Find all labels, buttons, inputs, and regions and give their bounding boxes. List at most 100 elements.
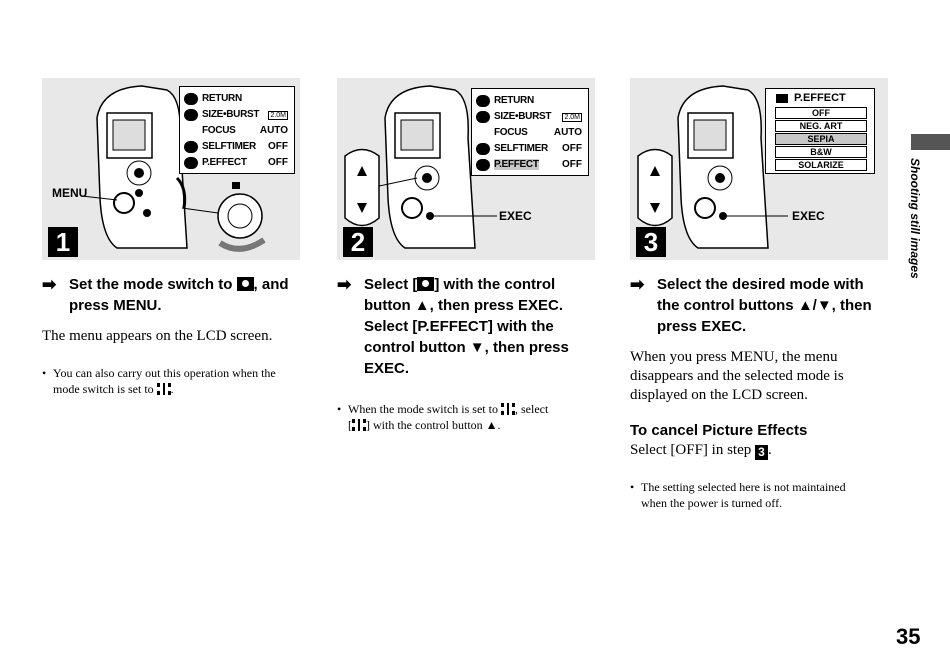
toolbox-icon: [184, 141, 198, 153]
exec-callout: EXEC: [792, 209, 825, 223]
pe-option: OFF: [775, 107, 867, 119]
page-number: 35: [896, 624, 921, 649]
menu-value: OFF: [562, 159, 582, 170]
heading-text: Select the desired mode with: [657, 276, 864, 293]
section-side-label: Shooting still images: [908, 158, 930, 298]
pe-option: B&W: [775, 146, 867, 158]
pe-option-label: NEG. ART: [799, 121, 843, 131]
heading-text: button ▲, then press EXEC.: [364, 297, 564, 314]
menu-row-peffect: P.EFFECT OFF: [180, 155, 294, 171]
memory-icon: [476, 159, 490, 171]
cancel-subheading: To cancel Picture Effects: [630, 422, 808, 439]
camera-illustration-2: [344, 85, 497, 249]
bullet-text: .: [170, 382, 174, 396]
pe-option-label: B&W: [810, 147, 832, 157]
heading-text: control button ▼, then press: [364, 339, 569, 356]
heading-text: press MENU.: [69, 297, 162, 314]
menu-value: OFF: [268, 141, 288, 152]
pe-option: SOLARIZE: [775, 159, 867, 171]
menu-label: P.EFFECT: [202, 157, 247, 168]
heading-text: , and: [253, 276, 289, 293]
cancel-text: Select [OFF] in step: [630, 442, 752, 458]
menu-row-selftimer: SELFTIMER OFF: [472, 141, 588, 157]
menu-value: 2.0M: [268, 111, 288, 120]
lcd-menu-1: RETURN SIZE•BURST 2.0M FOCUS AUTO SELFTIME…: [179, 86, 295, 174]
step-2-illustration: RETURN SIZE•BURST 2.0M FOCUS AUTO SELFTIME…: [337, 78, 595, 260]
bullet-text: when the power is turned off.: [641, 496, 783, 510]
bullet-text: ] with the control button ▲.: [366, 418, 501, 432]
menu-label-highlighted: P.EFFECT: [494, 159, 539, 170]
arrow-icon: ➡: [337, 275, 352, 294]
bullet-text: You can also carry out this operation wh…: [53, 366, 276, 380]
step-number-2: 2: [343, 227, 373, 257]
camera-icon: [776, 94, 788, 103]
exec-callout: EXEC: [499, 209, 532, 223]
menu-row-focus: FOCUS AUTO: [472, 125, 588, 141]
menu-label: RETURN: [494, 95, 534, 106]
camera-icon: [476, 95, 490, 107]
bullet-text: When the mode switch is set to: [348, 402, 498, 416]
movie-mode-icon: [156, 383, 171, 395]
menu-value: 2.0M: [562, 113, 582, 122]
menu-row-return: RETURN: [180, 91, 294, 107]
camera-mode-icon: [236, 277, 254, 291]
frame-icon: [476, 111, 490, 123]
bullet-text: , select: [514, 402, 549, 416]
heading-text: the control buttons ▲/▼, then: [657, 297, 872, 314]
arrow-icon: ➡: [630, 275, 645, 294]
camera-mode-icon: [417, 277, 435, 291]
step-1-illustration: RETURN SIZE•BURST 2.0M FOCUS AUTO SELFTIME…: [42, 78, 300, 260]
frame-icon: [184, 109, 198, 121]
heading-text: EXEC.: [364, 360, 410, 377]
pe-option-selected: SEPIA: [775, 133, 867, 145]
pe-option-label: SEPIA: [807, 134, 835, 144]
heading-text: ] with the control: [434, 276, 556, 293]
step-number-3: 3: [636, 227, 666, 257]
menu-value: OFF: [268, 157, 288, 168]
movie-mode-icon: [500, 403, 515, 415]
menu-value: AUTO: [259, 125, 288, 136]
menu-label: FOCUS: [494, 127, 528, 138]
step-3-paragraph-line: disappears and the selected mode is: [630, 368, 844, 384]
bullet-text: The setting selected here is not maintai…: [641, 480, 846, 494]
menu-value: OFF: [562, 143, 582, 154]
heading-text: Select [: [364, 276, 418, 293]
step-3-paragraph-line: When you press MENU, the menu: [630, 349, 838, 365]
step-3-illustration: EXEC 3: [630, 78, 888, 260]
heading-text: press EXEC.: [657, 318, 747, 335]
step-3-paragraph-line: displayed on the LCD screen.: [630, 387, 808, 403]
heading-text: Set the mode switch to: [69, 276, 233, 293]
pe-option: NEG. ART: [775, 120, 867, 132]
menu-label: RETURN: [202, 93, 242, 104]
camera-icon: [184, 93, 198, 105]
camera-illustration-3: [637, 85, 788, 249]
menu-row-return: RETURN: [472, 93, 588, 109]
menu-label: SIZE•BURST: [202, 109, 260, 120]
picture-effect-menu: P.EFFECT OFF NEG. ART SEPIA B&W SOLARIZE: [765, 88, 875, 174]
bullet-dot: •: [630, 480, 635, 494]
cancel-text: .: [768, 442, 772, 458]
menu-callout: MENU: [52, 186, 88, 200]
memory-icon: [184, 157, 198, 169]
menu-label: SELFTIMER: [494, 143, 548, 154]
menu-row-focus: FOCUS AUTO: [180, 123, 294, 139]
camera-illustration-1: [81, 85, 266, 252]
section-side-text: Shooting still images: [908, 158, 922, 279]
toolbox-icon: [476, 143, 490, 155]
step-number-1: 1: [48, 227, 78, 257]
section-tab-marker: [911, 134, 950, 150]
menu-row-size: SIZE•BURST 2.0M: [472, 109, 588, 125]
arrow-icon: ➡: [42, 275, 57, 294]
menu-row-size: SIZE•BURST 2.0M: [180, 107, 294, 123]
cancel-instruction: Select [OFF] in step 3.: [630, 441, 772, 460]
step-ref-badge: 3: [755, 445, 768, 460]
heading-text: Select [P.EFFECT] with the: [364, 318, 554, 335]
step-1-paragraph: The menu appears on the LCD screen.: [42, 328, 273, 344]
bullet-dot: •: [337, 402, 342, 416]
bullet-text: [: [348, 418, 352, 432]
menu-value: AUTO: [553, 127, 582, 138]
menu-label: FOCUS: [202, 125, 236, 136]
menu-label: SIZE•BURST: [494, 111, 552, 122]
menu-row-peffect: P.EFFECT OFF: [472, 157, 588, 173]
